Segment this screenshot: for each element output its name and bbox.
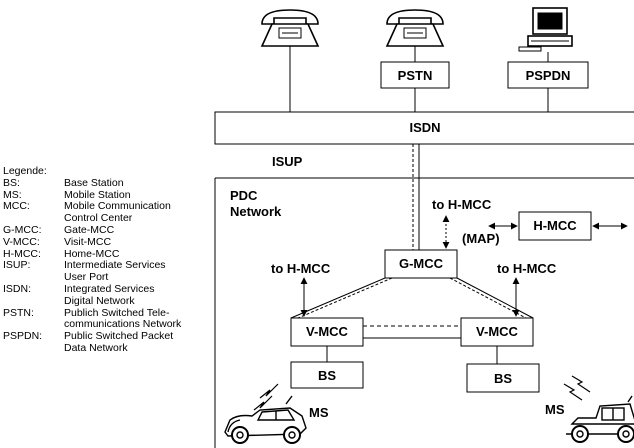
pspdn-box xyxy=(507,61,589,89)
isdn-label: ISDN xyxy=(409,120,441,135)
pspdn-label: PSPDN xyxy=(525,68,571,83)
to-h-mcc-top-label: to H-MCC xyxy=(432,197,492,212)
legend-description: Public Switched Packet xyxy=(64,330,174,343)
legend-description: User Port xyxy=(64,271,109,284)
legend-key: G-MCC: xyxy=(3,223,42,236)
legend-key: ISUP: xyxy=(3,259,31,272)
pstn-box xyxy=(380,61,450,89)
legend-row: MS: Mobile Station xyxy=(3,188,181,202)
legend-row: G-MCC: Gate-MCC xyxy=(3,223,181,237)
legend-row: Data Network xyxy=(3,341,181,355)
legend-row: MCC: Mobile Communication xyxy=(3,201,181,213)
g-mcc-box xyxy=(384,249,458,279)
ms-left-label: MS xyxy=(309,405,329,420)
legend-description: Digital Network xyxy=(64,294,135,307)
telephone-icon xyxy=(260,9,320,47)
legend-description: Base Station xyxy=(64,176,124,189)
legend-row: ISUP: Intermediate Services xyxy=(3,260,181,272)
bs-left-label: BS xyxy=(317,368,337,383)
legend-key: PSTN: xyxy=(3,306,34,319)
legend-key: MCC: xyxy=(3,200,30,213)
radio-signal-icon xyxy=(563,375,591,401)
legend-key: H-MCC: xyxy=(3,247,41,260)
legend-description: Home-MCC xyxy=(64,247,120,260)
legend-description: Data Network xyxy=(64,341,128,354)
v-mcc-right-label: V-MCC xyxy=(476,324,518,339)
legend-key: MS: xyxy=(3,188,22,201)
vintage-car-icon xyxy=(224,395,307,444)
bs-right-box xyxy=(466,363,540,393)
h-mcc-label: H-MCC xyxy=(533,218,577,233)
legend-row: Digital Network xyxy=(3,294,181,308)
legend-description: Intermediate Services xyxy=(64,259,166,272)
computer-terminal-icon xyxy=(518,7,573,52)
pdc-network-title: PDC Network xyxy=(230,188,282,219)
legend-key xyxy=(3,296,64,308)
legend-row: H-MCC: Home-MCC xyxy=(3,247,181,261)
legend-row: User Port xyxy=(3,271,181,284)
legend-key: BS: xyxy=(3,176,20,189)
map-label: (MAP) xyxy=(462,231,500,246)
telephone-icon xyxy=(385,9,445,47)
isup-label: ISUP xyxy=(272,154,303,169)
legend-key: PSPDN: xyxy=(3,330,43,343)
g-mcc-label: G-MCC xyxy=(398,256,444,271)
legend-description: Publich Switched Tele- xyxy=(64,306,170,319)
legend-key: V-MCC: xyxy=(3,235,40,248)
legend-description: Mobile Communication xyxy=(64,200,171,213)
radio-signal-icon xyxy=(253,383,279,411)
legend-key: ISDN: xyxy=(3,282,32,295)
isdn-box xyxy=(214,111,634,145)
legend-row: PSTN: Publich Switched Tele- xyxy=(3,306,181,320)
legend-key xyxy=(3,343,64,355)
legend-row: V-MCC: Visit-MCC xyxy=(3,235,181,249)
legend-description: Gate-MCC xyxy=(64,223,115,236)
pstn-label: PSTN xyxy=(397,68,433,83)
bs-right-label: BS xyxy=(493,371,513,386)
to-h-mcc-left-label: to H-MCC xyxy=(271,261,331,276)
legend-description: Control Center xyxy=(64,212,133,225)
legend-description: communications Network xyxy=(64,318,182,331)
legend-description: Integrated Services xyxy=(64,282,155,295)
h-mcc-box xyxy=(518,211,592,241)
legend-row: PSPDN: Public Switched Packet xyxy=(3,330,181,343)
ms-right-label: MS xyxy=(545,402,565,417)
v-mcc-left-label: V-MCC xyxy=(306,324,348,339)
legend-description: Mobile Station xyxy=(64,188,131,201)
vintage-car-icon xyxy=(566,395,634,443)
legend-row: BS: Base Station xyxy=(3,176,181,190)
legend-row: Control Center xyxy=(3,212,181,225)
legend-row: communications Network xyxy=(3,319,181,331)
legend-title: Legende: xyxy=(3,165,47,177)
to-h-mcc-right-label: to H-MCC xyxy=(497,261,557,276)
legend-row: ISDN: Integrated Services xyxy=(3,282,181,296)
legend-description: Visit-MCC xyxy=(64,235,112,248)
